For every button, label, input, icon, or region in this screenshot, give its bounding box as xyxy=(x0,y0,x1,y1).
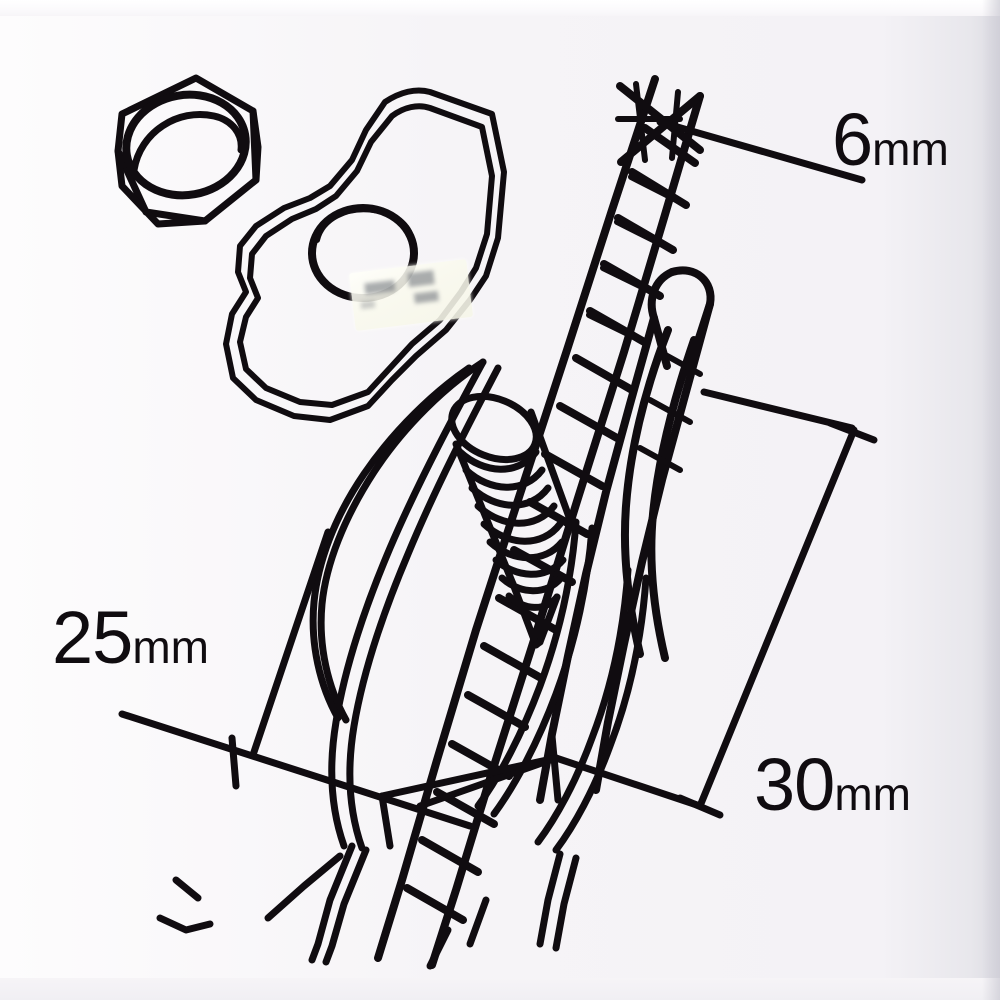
dimension-line-25mm xyxy=(118,528,474,830)
film-smudge xyxy=(413,290,439,304)
leader-line-6mm xyxy=(656,118,866,184)
tick-mark xyxy=(378,792,394,850)
dimension-label-25mm: 25mm xyxy=(52,601,209,675)
dimension-unit-6: mm xyxy=(872,123,949,175)
tick-mark xyxy=(826,419,878,444)
paper-top-edge xyxy=(0,0,1000,16)
hex-nut xyxy=(114,74,262,228)
dimension-value-30: 30 xyxy=(754,743,835,826)
drill-bit-body-outline xyxy=(309,358,650,854)
dimension-label-6mm: 6mm xyxy=(832,103,949,177)
film-smudge xyxy=(407,270,435,288)
paper-right-edge xyxy=(982,0,1000,1000)
wood-screw xyxy=(448,392,577,649)
paper-bottom-edge xyxy=(0,978,1000,1000)
lower-bit-details xyxy=(156,842,580,970)
tick-mark xyxy=(548,732,562,804)
dimension-value-25: 25 xyxy=(52,596,133,679)
film-smudge xyxy=(364,279,396,295)
tick-mark xyxy=(228,734,240,790)
dimension-line-inner xyxy=(378,732,704,850)
dimension-unit-30: mm xyxy=(834,768,911,820)
dimension-value-6: 6 xyxy=(832,98,873,181)
dimension-unit-25: mm xyxy=(132,621,209,673)
dimension-label-30mm: 30mm xyxy=(754,748,911,822)
hex-nut-bore xyxy=(122,90,250,200)
film-smudge xyxy=(360,300,376,310)
